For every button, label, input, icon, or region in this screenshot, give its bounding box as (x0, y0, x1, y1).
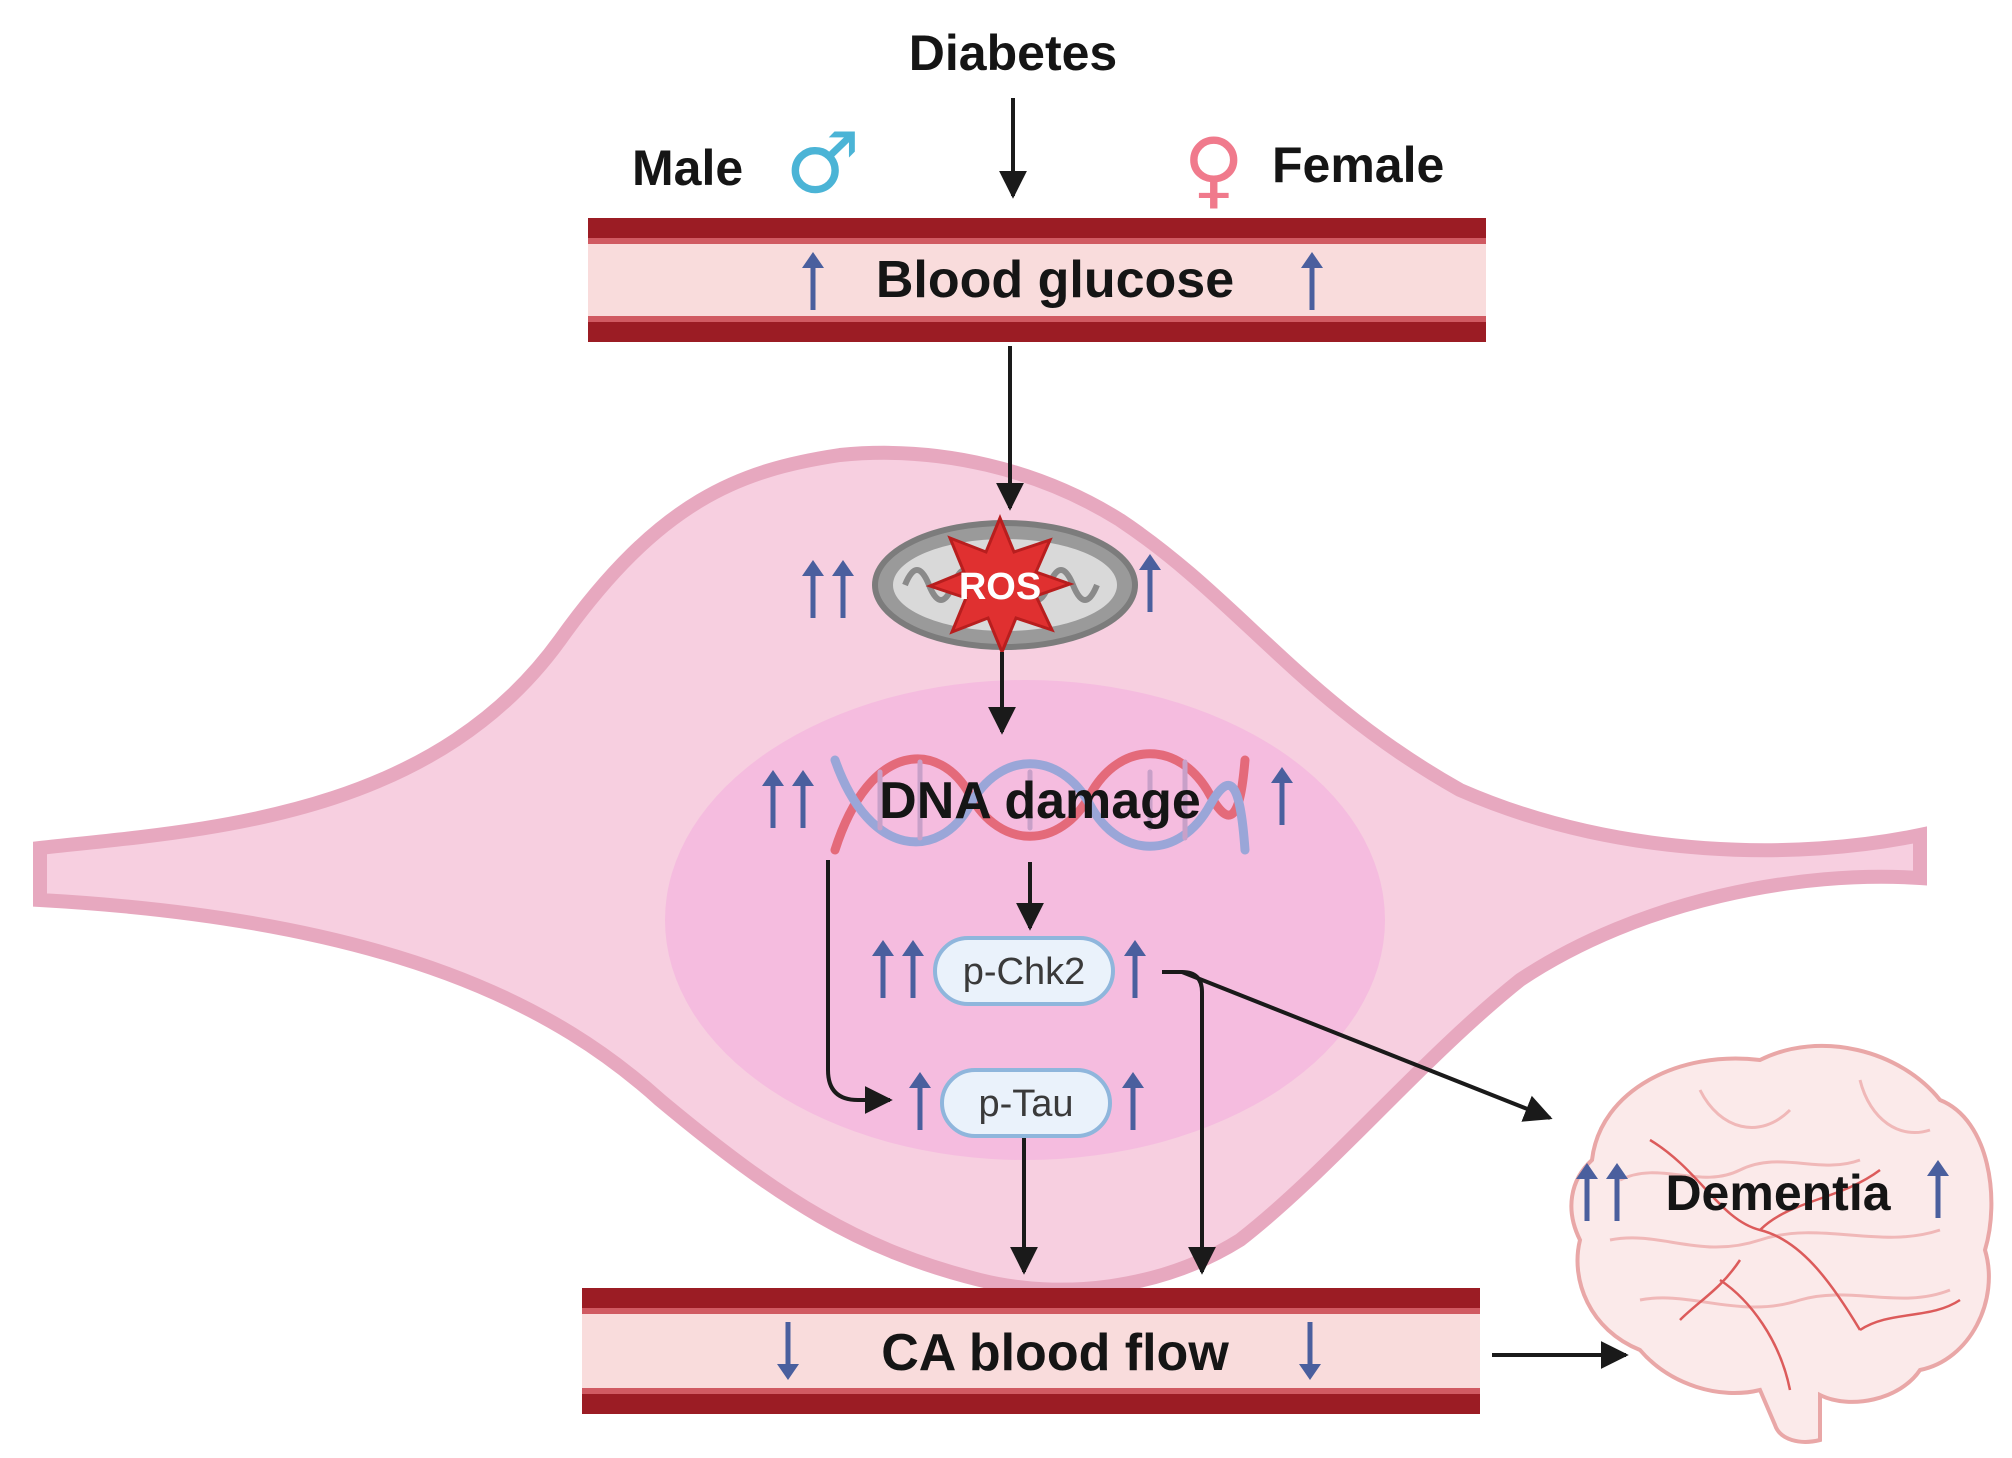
diabetes-label: Diabetes (909, 25, 1117, 81)
dna-damage-label: DNA damage (879, 772, 1201, 830)
male-label: Male (632, 140, 743, 196)
dna-helix-icon (830, 749, 1250, 855)
dementia-label: Dementia (1665, 1165, 1891, 1221)
dna-to-ptau-arrow (826, 860, 893, 1114)
female-label: Female (1272, 137, 1444, 193)
ros-label: ROS (959, 566, 1041, 608)
ca-blood-flow-vessel (582, 1288, 1480, 1414)
blood-glucose-vessel (588, 218, 1486, 342)
female-symbol-icon: ♀ (1183, 120, 1245, 218)
ca-blood-flow-label: CA blood flow (881, 1324, 1229, 1382)
male-symbol-icon: ♂ (785, 114, 860, 212)
p-chk2-pill (933, 936, 1115, 1006)
brain-icon (1569, 1043, 1994, 1444)
p-chk2-label: p-Chk2 (963, 951, 1086, 993)
blood-glucose-label: Blood glucose (876, 251, 1234, 309)
p-tau-pill (940, 1068, 1112, 1138)
pchk2-to-dementia-arrow (1181, 970, 1553, 1122)
p-tau-label: p-Tau (978, 1083, 1073, 1125)
